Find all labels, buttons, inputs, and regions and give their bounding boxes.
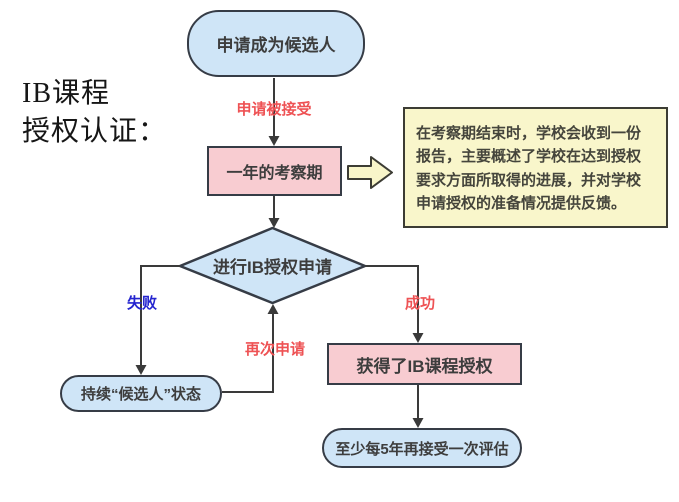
diagram-title-line2: 授权认证： xyxy=(22,115,168,147)
node-candidate-label: 持续“候选人”状态 xyxy=(80,386,201,403)
connector-fail-branch xyxy=(140,265,180,366)
node-start-label: 申请成为候选人 xyxy=(216,36,336,55)
node-decision-label: 进行IB授权申请 xyxy=(213,258,332,277)
node-candidate-status: 持续“候选人”状态 xyxy=(60,375,222,412)
node-start: 申请成为候选人 xyxy=(187,10,365,77)
node-review-period: 一年的考察期 xyxy=(207,146,342,196)
connector-reapply-loop xyxy=(222,313,274,393)
edge-label-reapply: 再次申请 xyxy=(244,341,305,358)
node-authorized: 获得了IB课程授权 xyxy=(327,343,522,385)
arrowhead-candidate xyxy=(135,365,147,375)
diagram-title: IB课程 授权认证： xyxy=(22,75,167,151)
node-evaluation-label: 至少每5年再接受一次评估 xyxy=(335,440,509,458)
note-box: 在考察期结束时，学校会收到一份报告，主要概述了学校在达到授权要求方面所取得的进展… xyxy=(403,107,668,228)
connector-success-branch xyxy=(365,265,419,334)
arrowhead-decision-bottom xyxy=(267,304,279,314)
arrowhead-authorized xyxy=(412,333,424,343)
edge-label-success: 成功 xyxy=(404,295,435,312)
node-review-label: 一年的考察期 xyxy=(226,165,323,182)
node-authorized-label: 获得了IB课程授权 xyxy=(356,356,493,376)
edge-label-fail: 失败 xyxy=(126,295,157,312)
diagram-title-line1: IB课程 xyxy=(22,78,111,109)
node-evaluation: 至少每5年再接受一次评估 xyxy=(322,428,522,468)
arrowhead-evaluation xyxy=(412,418,424,428)
note-text: 在考察期结束时，学校会收到一份报告，主要概述了学校在达到授权要求方面所取得的进展… xyxy=(416,125,642,212)
arrowhead-decision-top xyxy=(268,218,280,228)
arrowhead-review xyxy=(268,136,280,146)
edge-label-accepted: 申请被接受 xyxy=(236,101,312,118)
block-arrow-icon xyxy=(347,156,393,189)
node-decision: 进行IB授权申请 xyxy=(195,253,350,278)
